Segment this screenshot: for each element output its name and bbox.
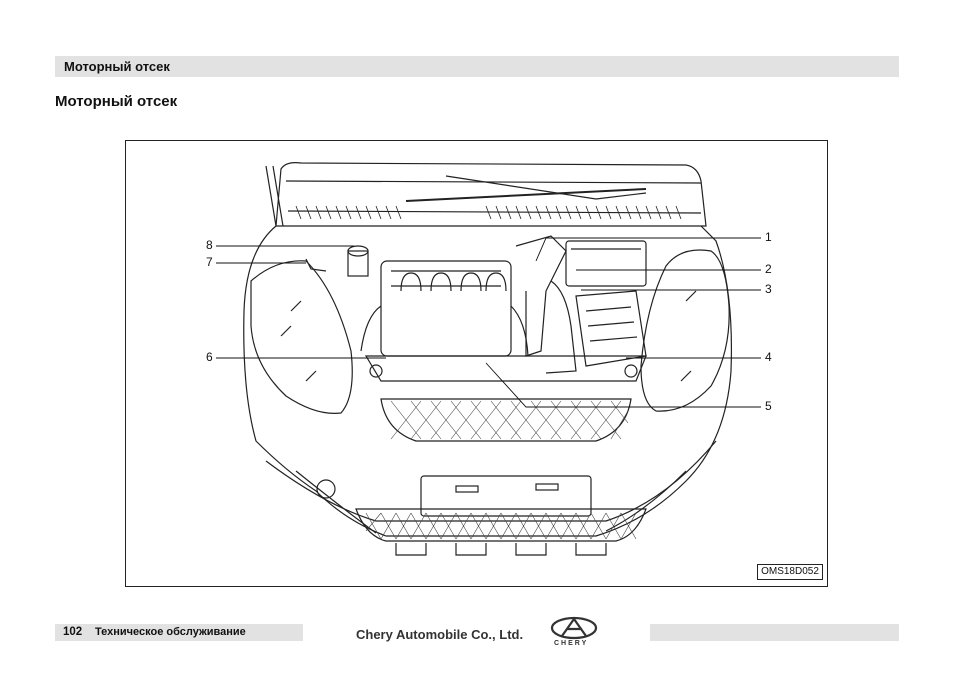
engine-compartment-illustration bbox=[216, 162, 761, 556]
figure-code-label: OMS18D052 bbox=[757, 564, 823, 580]
callout-4: 4 bbox=[765, 350, 772, 364]
footer-section-name: Техническое обслуживание bbox=[95, 626, 246, 638]
page-number: 102 bbox=[63, 626, 83, 638]
callout-7: 7 bbox=[206, 255, 213, 269]
callout-3: 3 bbox=[765, 282, 772, 296]
engine-compartment-figure: 8 7 6 1 2 3 4 5 OMS18D052 bbox=[125, 140, 828, 587]
chery-logo-icon bbox=[550, 616, 598, 640]
callout-8: 8 bbox=[206, 238, 213, 252]
footer-left-bar: 102 Техническое обслуживание bbox=[55, 624, 303, 641]
running-header-title: Моторный отсек bbox=[64, 59, 170, 74]
running-header-bar: Моторный отсек bbox=[55, 56, 899, 77]
leader-line-5 bbox=[485, 362, 761, 408]
leader-line-1 bbox=[535, 237, 761, 262]
footer-right-bar bbox=[650, 624, 899, 641]
callout-5: 5 bbox=[765, 399, 772, 413]
section-title: Моторный отсек bbox=[55, 93, 178, 110]
callout-6: 6 bbox=[206, 350, 213, 364]
logo-text: CHERY bbox=[554, 640, 589, 647]
callout-2: 2 bbox=[765, 262, 772, 276]
callout-1: 1 bbox=[765, 230, 772, 244]
company-name: Chery Automobile Co., Ltd. bbox=[356, 627, 524, 642]
